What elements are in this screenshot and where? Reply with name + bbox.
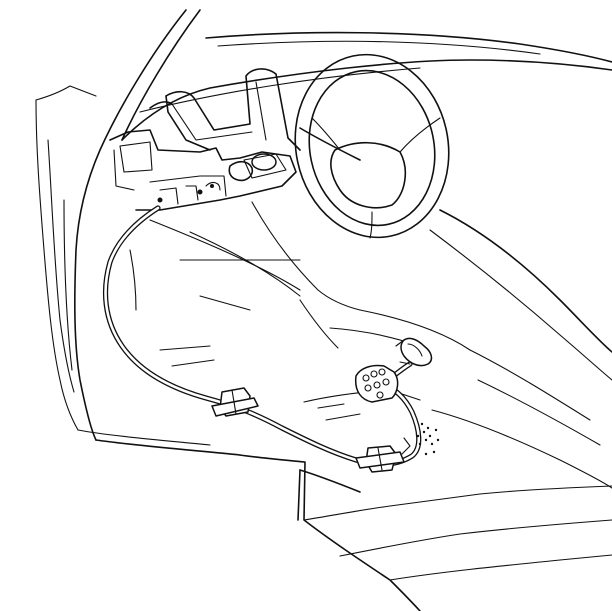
connector-block <box>354 364 399 403</box>
harness-clip-floor <box>355 437 411 473</box>
door-opening-pillar <box>35 9 241 456</box>
under-dash-module <box>109 129 297 211</box>
steering-wheel <box>294 53 450 239</box>
floor-pan <box>129 201 612 489</box>
floor-grommet <box>395 337 433 367</box>
harness-clip-sill <box>211 387 259 417</box>
steering-column-bracket <box>149 68 301 151</box>
carpet-edge-dots <box>416 422 440 456</box>
rocker-sill <box>239 389 612 611</box>
wiring-harness <box>102 205 422 467</box>
